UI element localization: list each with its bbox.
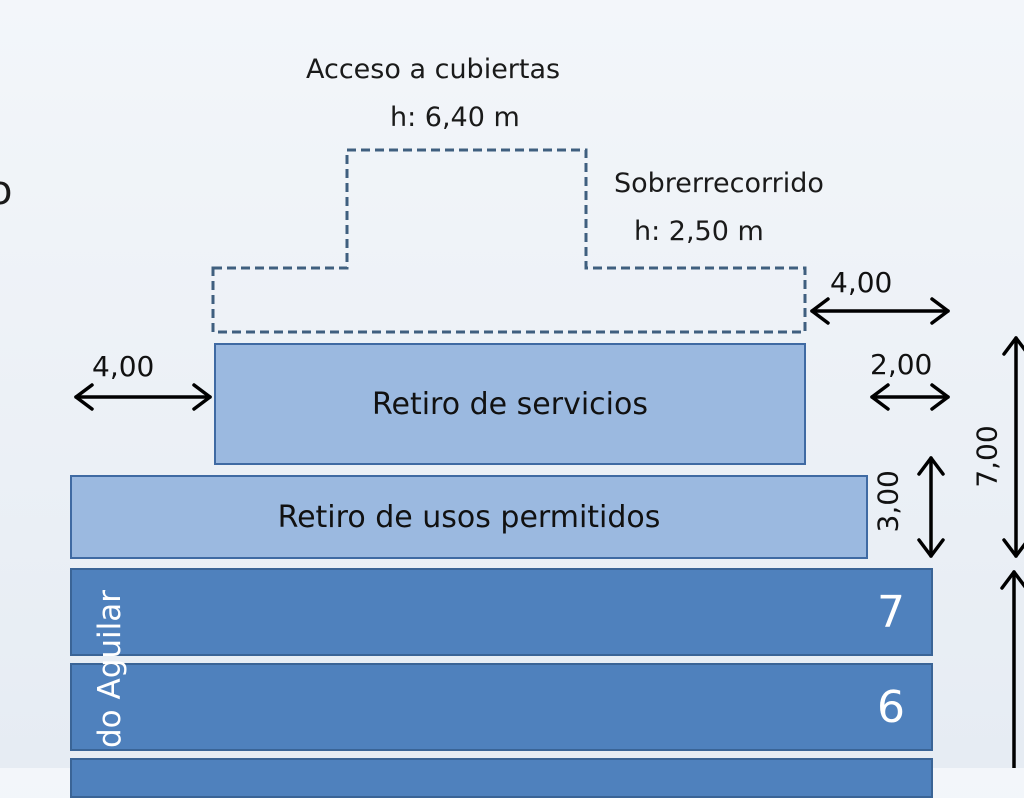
floor-5 (70, 758, 933, 798)
floor-number: 6 (877, 681, 905, 733)
floor-7: 7 (70, 568, 933, 656)
roof-structure-outline (211, 148, 807, 334)
services-setback-label: Retiro de servicios (372, 386, 648, 422)
floor-number: 7 (877, 586, 905, 638)
left-setback-arrow (74, 383, 212, 411)
floor-6: 6 (70, 663, 933, 751)
total-height-arrow (1002, 336, 1024, 558)
total-height-dimension: 7,00 (970, 425, 1004, 488)
roof-access-title: Acceso a cubiertas (306, 54, 561, 85)
services-setback-block: Retiro de servicios (214, 343, 806, 465)
top-right-setback-dimension: 4,00 (830, 266, 893, 299)
left-setback-dimension: 4,00 (92, 350, 155, 383)
top-right-setback-arrow (810, 297, 950, 325)
building-height-arrow (1000, 570, 1024, 768)
uses-height-arrow (917, 456, 945, 558)
overrun-height: h: 2,50 m (634, 216, 764, 247)
right-setback-arrow (870, 383, 950, 411)
uses-height-dimension: 3,00 (871, 470, 905, 533)
roof-access-height: h: 6,40 m (390, 102, 520, 133)
diagram-lines (74, 148, 1024, 768)
vertical-street-label: do Aguilar (92, 590, 128, 748)
overrun-title: Sobrerrecorrido (614, 168, 824, 199)
permitted-uses-block: Retiro de usos permitidos (70, 475, 868, 559)
permitted-uses-label: Retiro de usos permitidos (277, 499, 661, 535)
right-setback-dimension: 2,00 (870, 348, 933, 381)
cut-off-glyph: o (0, 168, 13, 214)
